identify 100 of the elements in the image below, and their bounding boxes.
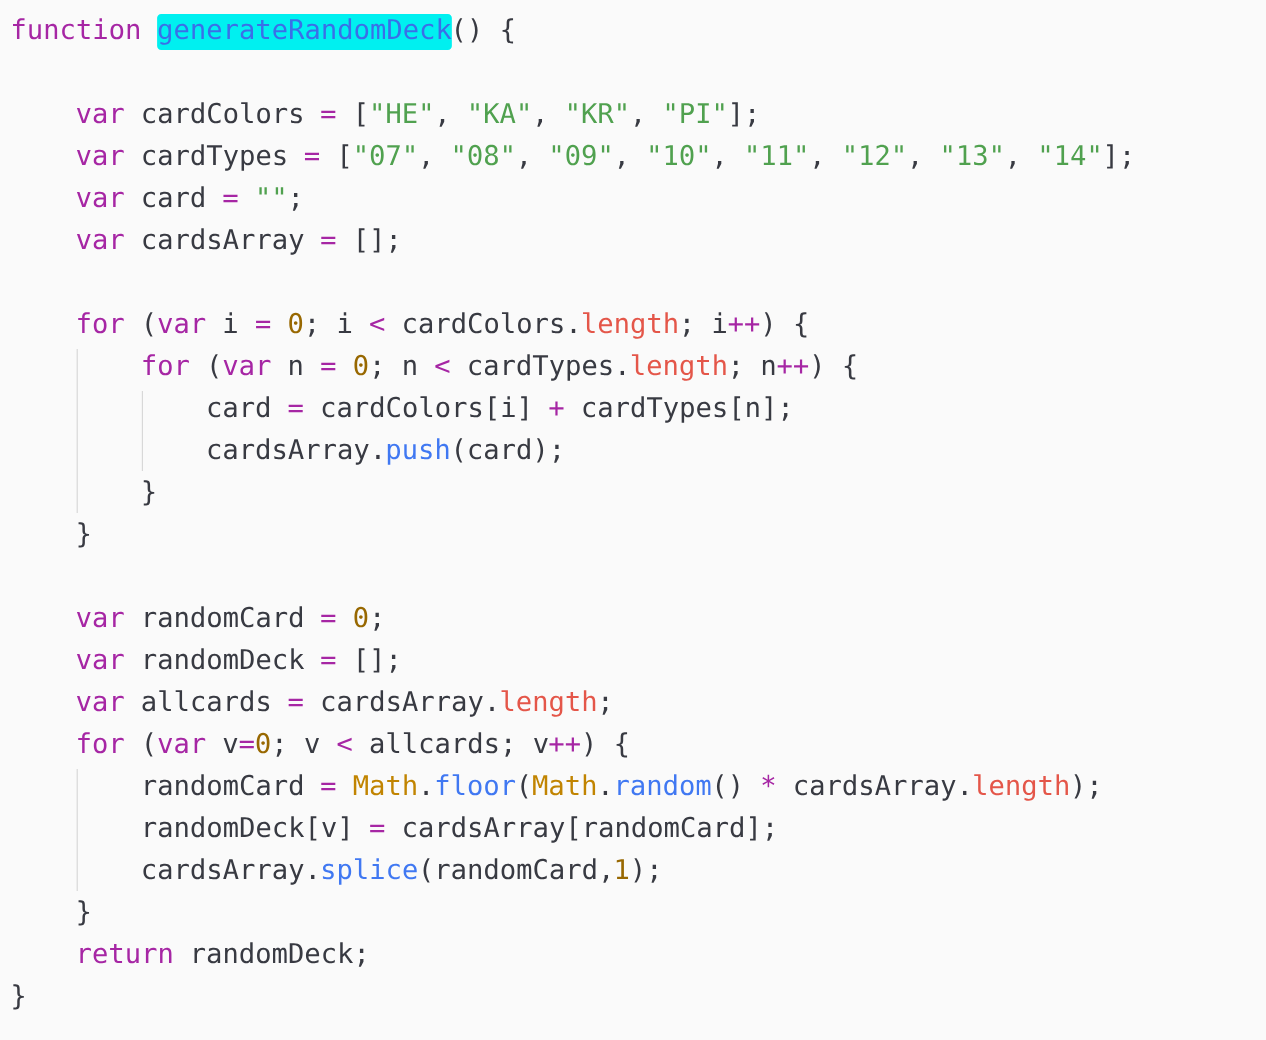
keyword: + [549,401,564,416]
string-literal: "09" [552,144,610,166]
code-text: , [912,161,917,169]
string-literal: "13" [944,144,1001,166]
code-text: } [78,900,90,926]
code-text: allcards; v [370,732,548,757]
property-name: length [974,774,1068,801]
string-literal: "14" [1041,145,1099,165]
code-text: (randomCard, [423,858,609,883]
code-text: randomDeck [145,648,305,670]
code-text: [ [358,102,365,127]
string-literal: "08" [455,144,512,166]
property-name: length [501,690,596,717]
code-text: cardTypes. [469,354,624,381]
code-text: ; n [374,359,416,379]
string-literal: "07" [357,144,414,166]
code-text: , [716,161,722,169]
code-text: , [521,161,526,169]
string-literal: "12" [846,144,903,165]
code-text: , [635,119,640,127]
method-name: floor [436,774,516,796]
method-name: push [387,438,449,465]
code-text: () [716,774,739,799]
code-text: ( [521,774,528,799]
keyword: = [256,320,271,329]
code-text: , [439,119,445,127]
highlighted-function-name: generateRandomDeck [157,14,452,50]
code-text: ; i [684,312,726,337]
object-name: Math [533,774,596,796]
code-text: allcards [142,690,270,712]
keyword: var [76,191,124,208]
string-literal: "" [259,187,284,195]
code-text: (card); [456,438,559,463]
keyword: < [337,737,352,752]
code-text: []; [358,228,396,253]
code-text: ) { [585,732,628,758]
code-text: randomDeck; [194,942,364,967]
code-text: ]; [732,102,754,127]
keyword: = [239,740,254,749]
code-text: ) { [764,312,807,338]
keyword: ++ [777,359,809,374]
code-text: cardTypes [143,144,286,171]
code-text: cardsArray. [795,774,967,801]
code-text: i [224,312,237,333]
property-name: length [583,312,677,339]
code-text: ( [146,732,153,757]
method-name: splice [322,858,417,885]
code-text: ; [292,192,298,211]
method-name: random [618,774,711,796]
keyword: = [304,152,319,161]
code-text: ); [634,858,657,883]
number-literal: 1 [616,859,629,879]
code-text: , [814,161,820,169]
code-text: []; [358,648,396,673]
code-text: ]; [1107,144,1129,169]
keyword: for [143,354,189,376]
keyword: = [223,194,238,203]
code-text: ; v [276,738,319,757]
keyword: var [158,317,206,334]
code-text: ) { [813,354,856,380]
keyword: = [321,782,336,791]
string-literal: "KR" [569,103,626,123]
code-text: cardsArray. [322,690,494,717]
object-name: Math [353,774,416,796]
code-text: } [78,522,90,548]
code-text: cardsArray. [143,858,315,885]
keyword: var [76,233,124,250]
number-literal: 0 [256,732,270,754]
code-text: ( [211,354,218,379]
keyword: var [76,107,124,124]
keyword: * [762,774,775,788]
code-text: , [537,119,542,127]
code-text: . [603,790,608,795]
code-text: cardTypes[n]; [583,396,788,423]
code-text: , [1010,161,1015,169]
code-text: card [143,186,204,208]
string-literal: "PI" [666,103,724,123]
code-text: cardsArray[randomCard]; [404,816,772,843]
code-text: () { [456,18,514,44]
code-text: n [290,359,302,375]
code-text: ; n [732,359,775,379]
code-text: cardColors[i] [322,396,527,421]
keyword: ++ [728,317,760,332]
keyword: function [13,18,139,40]
keyword: = [321,614,336,623]
keyword: ++ [549,737,580,752]
code-text: } [143,480,155,506]
keyword: = [288,404,303,413]
keyword: < [435,359,450,374]
keyword: = [288,698,303,707]
keyword: for [78,732,124,754]
code-text: ; [602,696,608,715]
keyword: return [80,943,172,964]
keyword: < [370,317,385,332]
number-literal: 0 [354,606,368,628]
keyword: var [76,653,124,670]
keyword: var [223,359,271,376]
code-text: [ [342,144,349,169]
code-text: } [13,984,24,1010]
code-text: cardColors. [404,312,576,334]
